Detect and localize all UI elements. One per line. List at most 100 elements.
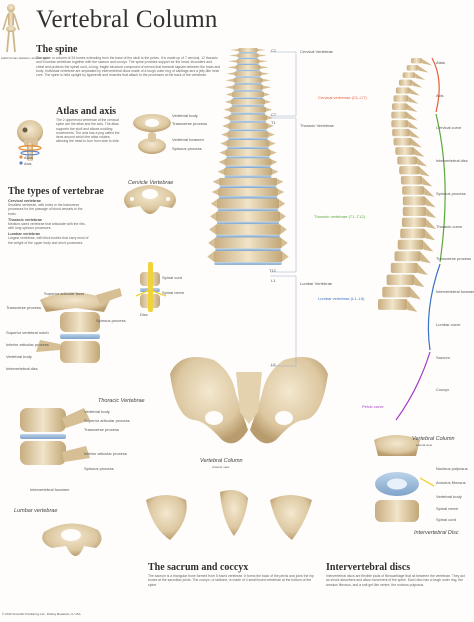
cervical-caption: Cervicle Vertebrae — [128, 180, 174, 186]
intervertebral-disc — [215, 248, 281, 252]
skeleton-caption: Adult human skeleton, anterior view — [1, 56, 49, 60]
lateral-spinous-process — [408, 96, 419, 104]
lateral-vertebra — [395, 87, 410, 94]
type-thoracic-text: Medium-sized vertebrae that articulate w… — [8, 221, 86, 231]
label-c7: C7 — [271, 112, 277, 117]
lateral-spinous-process — [422, 177, 433, 187]
lateral-vertebra — [391, 111, 408, 119]
lateral-vertebra — [393, 137, 412, 146]
lateral-spinous-process — [409, 129, 420, 139]
lateral-spinous-process — [409, 88, 420, 96]
lateral-right-label: Sacrum — [436, 354, 450, 360]
vertebra — [230, 99, 266, 105]
intervertebral-disc — [217, 208, 279, 212]
transverse-process — [222, 123, 274, 129]
lateral-spinous-process — [419, 167, 430, 177]
transverse-process — [223, 115, 273, 120]
lumbar-label-6: Intervertebral foramen — [30, 487, 70, 492]
transverse-process — [220, 141, 276, 146]
sacrum-text: The sacrum is a triangular bone formed f… — [148, 574, 314, 587]
lateral-spinous-process — [420, 252, 431, 264]
legend-axis: Axis — [24, 161, 32, 166]
intervertebral-disc — [233, 89, 263, 92]
intervertebral-disc — [230, 112, 266, 115]
intervertebral-disc — [236, 69, 260, 72]
lateral-vertebra — [402, 206, 427, 217]
lateral-right-label: Coccyx — [436, 387, 450, 393]
lateral-spinous-process — [407, 112, 418, 121]
intervertebral-disc — [218, 196, 278, 199]
page-title: Vertebral Column — [36, 6, 218, 33]
lateral-vertebra — [411, 58, 423, 64]
legend-atlas: Atlas — [24, 155, 33, 160]
lateral-spinous-process — [417, 263, 428, 276]
intervertebral-disc — [234, 82, 262, 85]
transverse-process — [221, 132, 275, 137]
intervertebral-disc — [224, 175, 272, 178]
intervertebral-disc — [228, 137, 268, 141]
transverse-process — [228, 60, 268, 63]
atlas-heading: Atlas and axis — [56, 106, 117, 117]
vertebra — [225, 149, 271, 157]
label-t1: T1 — [271, 120, 276, 125]
lateral-vertebra — [400, 176, 423, 185]
disc-label-1: Nucleus pulposus — [436, 466, 468, 471]
disc-label-3: Vertebral body — [436, 494, 462, 499]
cervical-vertebra-illustration — [124, 185, 176, 214]
lumbar-label-5: Spinous process — [84, 466, 114, 471]
vertebra — [236, 59, 260, 64]
label-l5: L5 — [271, 362, 276, 367]
lateral-right-label: Atlas — [436, 60, 445, 65]
vertebra — [213, 251, 283, 263]
lateral-vertebra — [395, 147, 415, 155]
vertebra — [229, 114, 267, 121]
intervertebral-disc — [239, 52, 257, 54]
lateral-spinous-process — [407, 104, 418, 113]
lateral-vertebra — [402, 186, 425, 195]
intervertebral-disc — [214, 262, 282, 265]
intervertebral-disc — [216, 234, 280, 238]
spine-text: The spine or column of 26 bones extendin… — [36, 56, 221, 78]
lateral-spinous-process — [408, 121, 419, 130]
lateral-spinous-process — [411, 138, 422, 148]
lateral-vertebra — [400, 228, 426, 239]
thoracic-label-1: Superior articular facet — [44, 291, 85, 296]
column-caption: Vertebral Column — [200, 458, 243, 464]
lateral-vertebra — [391, 103, 408, 111]
lateral-subcaption: Lateral view — [416, 443, 433, 447]
vertebra — [216, 211, 280, 222]
thoracic-label-7: Intervertebral disc — [6, 366, 38, 371]
lateral-spinous-process — [423, 240, 434, 252]
disc-label-2: Annulus fibrosus — [436, 480, 466, 485]
sacrum-illustration — [146, 490, 312, 540]
lateral-lumbar-label: Lumbar vertebrae (L1–L5) — [318, 296, 365, 301]
vertebra — [216, 198, 280, 209]
lateral-vertebra — [401, 217, 427, 228]
lateral-spinous-process — [426, 218, 437, 230]
skull-illustration — [17, 120, 43, 165]
spine-heading: The spine — [36, 44, 78, 55]
vertebra — [232, 84, 264, 90]
label-c1: C1 — [271, 48, 277, 53]
intervertebral-disc — [235, 76, 261, 78]
lateral-right-label: Transverse process — [436, 256, 471, 262]
lateral-spinous-process — [425, 229, 436, 241]
lateral-vertebra — [392, 128, 410, 137]
lateral-spinous-process — [425, 197, 436, 208]
transverse-process — [223, 107, 273, 112]
vertebra — [234, 71, 262, 77]
lateral-vertebra — [397, 156, 418, 165]
label-cervical-region: Cervical Vertebrae — [300, 49, 333, 54]
lumbar-label-1: Vertebral body — [84, 409, 110, 414]
lateral-spinous-process — [407, 300, 418, 312]
type-cervical-text: Smallest vertebrae, with holes in the tr… — [8, 203, 83, 216]
spinal-section-illustration — [135, 262, 167, 312]
label-t12: T12 — [269, 268, 276, 273]
types-heading: The types of vertebrae — [8, 186, 104, 197]
type-lumbar-text: Largest vertebrae, with thick bodies tha… — [8, 236, 89, 245]
lateral-vertebra — [378, 299, 408, 310]
label-thoracic-region: Thoracic Vertebrae — [300, 123, 334, 128]
lumbar-vertebra-illustration — [20, 408, 90, 465]
lumbar-caption: Lumbar vertebrae — [14, 508, 58, 514]
